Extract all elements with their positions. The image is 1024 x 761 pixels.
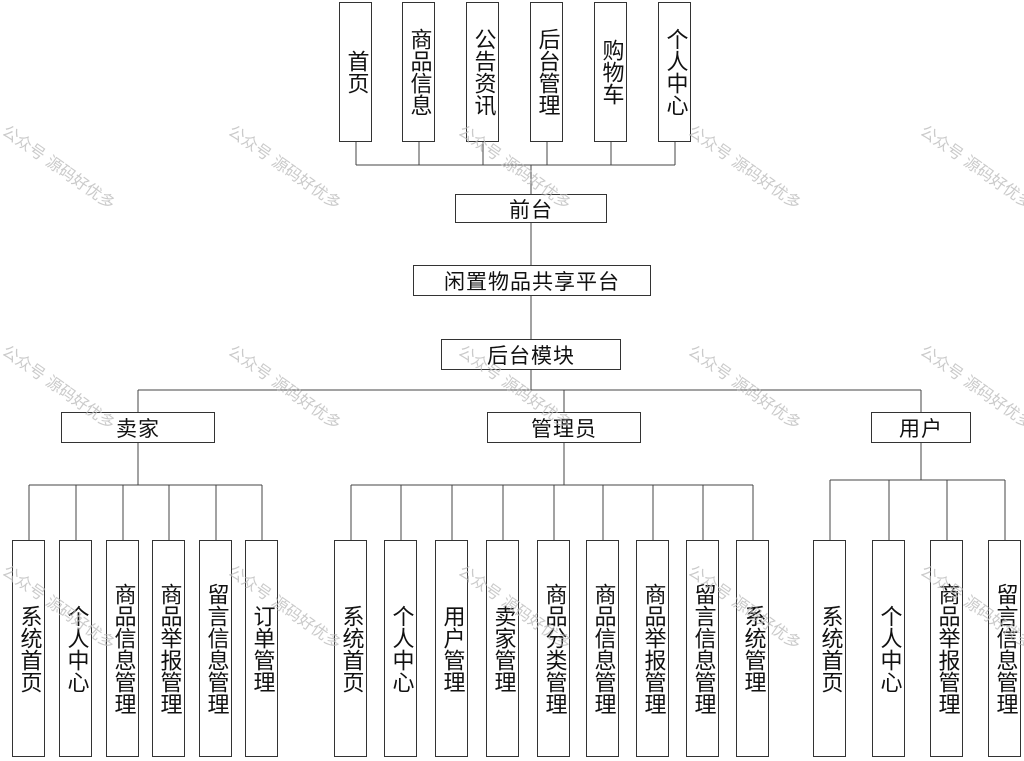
admin-module-category-mgmt: 商品分类管理 bbox=[537, 540, 570, 757]
role-seller-box: 卖家 bbox=[61, 412, 215, 443]
role-admin-box: 管理员 bbox=[487, 412, 641, 443]
user-module-dashboard: 系统首页 bbox=[813, 540, 846, 757]
role-user-box: 用户 bbox=[871, 412, 971, 443]
front-module-personal-center: 个人中心 bbox=[658, 2, 691, 142]
admin-module-report-mgmt: 商品举报管理 bbox=[636, 540, 669, 757]
backend-box: 后台模块 bbox=[441, 339, 621, 370]
front-module-announcements: 公告资讯 bbox=[466, 2, 499, 142]
admin-module-system-mgmt: 系统管理 bbox=[736, 540, 769, 757]
admin-module-product-info-mgmt: 商品信息管理 bbox=[586, 540, 619, 757]
seller-module-personal-center: 个人中心 bbox=[59, 540, 92, 757]
admin-module-user-mgmt: 用户管理 bbox=[435, 540, 468, 757]
admin-module-seller-mgmt: 卖家管理 bbox=[486, 540, 519, 757]
user-module-message-mgmt: 留言信息管理 bbox=[988, 540, 1021, 757]
front-module-product-info: 商品信息 bbox=[402, 2, 435, 142]
front-module-home: 首页 bbox=[339, 2, 372, 142]
seller-module-order-mgmt: 订单管理 bbox=[245, 540, 278, 757]
user-module-personal-center: 个人中心 bbox=[872, 540, 905, 757]
platform-box: 闲置物品共享平台 bbox=[413, 265, 651, 296]
front-module-cart: 购物车 bbox=[594, 2, 627, 142]
seller-module-dashboard: 系统首页 bbox=[12, 540, 45, 757]
seller-module-product-info-mgmt: 商品信息管理 bbox=[106, 540, 139, 757]
admin-module-message-mgmt: 留言信息管理 bbox=[686, 540, 719, 757]
seller-module-report-mgmt: 商品举报管理 bbox=[152, 540, 185, 757]
seller-module-message-mgmt: 留言信息管理 bbox=[199, 540, 232, 757]
admin-module-personal-center: 个人中心 bbox=[384, 540, 417, 757]
admin-module-dashboard: 系统首页 bbox=[334, 540, 367, 757]
front-module-backend-admin: 后台管理 bbox=[530, 2, 563, 142]
user-module-report-mgmt: 商品举报管理 bbox=[930, 540, 963, 757]
front-box: 前台 bbox=[455, 194, 607, 223]
